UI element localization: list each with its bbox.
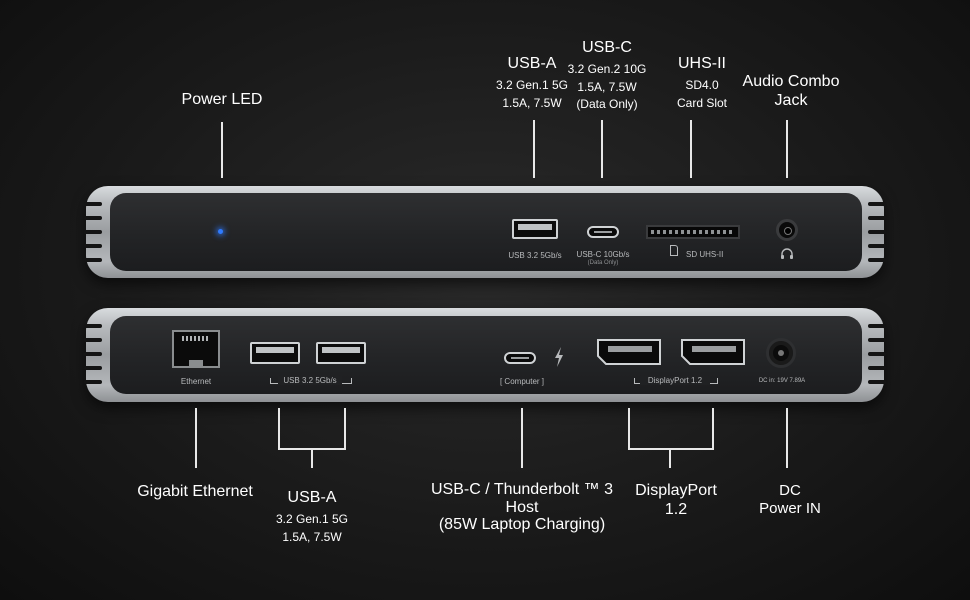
vent — [868, 338, 886, 342]
bottom-thunderbolt-label: USB-C / Thunderbolt ™ 3 Host (85W Laptop… — [420, 481, 624, 534]
rear-usba-port-label: USB 3.2 5Gb/s — [278, 376, 342, 385]
rear-usba-port-2[interactable] — [316, 342, 366, 364]
displayport-label: DisplayPort 1.2 — [640, 376, 710, 385]
top-uhs-label: UHS-II SD4.0 Card Slot — [652, 54, 752, 112]
vent — [868, 324, 886, 328]
bottom-dp-line1: DisplayPort — [635, 482, 717, 499]
top-uhs-version: SD4.0 — [685, 78, 719, 93]
bottom-thunderbolt-line2: Host — [505, 498, 539, 516]
top-usba-power: 1.5A, 7.5W — [502, 95, 562, 110]
displayport-2[interactable] — [680, 338, 746, 366]
top-usbc-label: USB-C 3.2 Gen.2 10G 1.5A, 7.5W (Data Onl… — [547, 38, 667, 113]
dc-callout-line — [786, 408, 788, 468]
sd-card-icon — [670, 245, 678, 256]
vent — [868, 202, 886, 206]
thunderbolt-icon — [554, 347, 564, 367]
front-usbc-port[interactable] — [587, 226, 619, 238]
vent — [84, 352, 102, 356]
vent — [84, 380, 102, 384]
top-usbc-note: (Data Only) — [576, 96, 638, 111]
vent — [868, 216, 886, 220]
computer-port-label: [ Computer ] — [499, 377, 544, 386]
dock-front-face: USB 3.2 5Gb/s USB-C 10Gb/s (Data Only) S… — [110, 193, 862, 271]
vent — [868, 230, 886, 234]
dock-front-panel: USB 3.2 5Gb/s USB-C 10Gb/s (Data Only) S… — [84, 186, 886, 278]
top-usba-callout-line — [533, 120, 535, 178]
bottom-dc-line2: Power IN — [759, 500, 821, 517]
bottom-usba-title: USB-A — [287, 489, 337, 506]
bottom-usba-power: 1.5A, 7.5W — [282, 529, 342, 544]
bottom-ethernet-label: Gigabit Ethernet — [137, 483, 253, 500]
vent — [84, 230, 102, 234]
vent — [84, 324, 102, 328]
ethernet-callout-line — [195, 408, 197, 468]
displayport-1[interactable] — [596, 338, 662, 366]
power-led-label: Power LED — [181, 91, 263, 108]
rear-usba-port-1[interactable] — [250, 342, 300, 364]
top-usba-label: USB-A 3.2 Gen.1 5G 1.5A, 7.5W — [462, 54, 602, 112]
vent — [84, 244, 102, 248]
top-usbc-power: 1.5A, 7.5W — [577, 79, 637, 94]
vent — [84, 202, 102, 206]
top-uhs-title: UHS-II — [678, 55, 726, 72]
top-uhs-callout-line — [690, 120, 692, 178]
vent — [868, 366, 886, 370]
front-usbc-port-label: USB-C 10Gb/s — [576, 250, 630, 259]
vent — [868, 258, 886, 262]
top-audio-line2: Jack — [774, 92, 808, 110]
vent — [84, 338, 102, 342]
top-audio-line1: Audio Combo — [742, 73, 840, 90]
thunderbolt-callout-line — [521, 408, 523, 468]
vent — [84, 258, 102, 262]
vent — [868, 380, 886, 384]
bottom-usba-speed: 3.2 Gen.1 5G — [275, 512, 349, 527]
ethernet-port[interactable] — [172, 330, 220, 368]
vent — [84, 216, 102, 220]
bottom-thunderbolt-line3: (85W Laptop Charging) — [438, 516, 606, 534]
top-usbc-title: USB-C — [582, 39, 632, 56]
bottom-usba-label: USB-A 3.2 Gen.1 5G 1.5A, 7.5W — [242, 488, 382, 546]
top-audio-callout-line — [786, 120, 788, 178]
top-usba-title: USB-A — [507, 55, 557, 72]
bottom-dp-line2: 1.2 — [664, 501, 688, 519]
front-usba-port-label: USB 3.2 5Gb/s — [508, 251, 562, 260]
vent — [868, 352, 886, 356]
vent — [868, 244, 886, 248]
top-usba-speed: 3.2 Gen.1 5G — [495, 78, 569, 93]
dp-callout-stem — [669, 448, 671, 468]
vent — [84, 366, 102, 370]
dc-power-jack[interactable] — [766, 338, 796, 368]
bottom-dp-label: DisplayPort 1.2 — [616, 481, 736, 519]
usba-callout-line-right — [344, 408, 346, 450]
front-usbc-port-note: (Data Only) — [587, 260, 619, 266]
usba-callout-line-left — [278, 408, 280, 450]
bottom-dc-label: DC Power IN — [740, 482, 840, 518]
power-led — [218, 229, 223, 234]
top-audio-label: Audio Combo Jack — [736, 72, 846, 110]
dock-rear-panel: Ethernet USB 3.2 5Gb/s [ Computer ] Disp… — [84, 308, 886, 402]
bottom-thunderbolt-line1: USB-C / Thunderbolt ™ 3 — [430, 481, 613, 498]
dp-callout-line-left — [628, 408, 630, 450]
dc-power-label: DC in: 19V 7.89A — [758, 378, 806, 384]
headphone-icon — [780, 247, 794, 259]
sd-card-slot-label: SD UHS-II — [686, 250, 724, 259]
bottom-dc-line1: DC — [779, 482, 801, 499]
ethernet-port-label: Ethernet — [180, 377, 212, 386]
top-uhs-slot: Card Slot — [676, 95, 728, 110]
sd-card-slot[interactable] — [646, 225, 740, 239]
top-usbc-callout-line — [601, 120, 603, 178]
dp-callout-line-right — [712, 408, 714, 450]
dp-callout-bridge — [628, 448, 714, 450]
usba-callout-stem — [311, 448, 313, 468]
dock-rear-face: Ethernet USB 3.2 5Gb/s [ Computer ] Disp… — [110, 316, 862, 394]
front-usba-port[interactable] — [512, 219, 558, 239]
audio-combo-jack[interactable] — [776, 219, 798, 241]
thunderbolt-usbc-port[interactable] — [504, 352, 536, 364]
power-led-callout-line — [221, 122, 223, 178]
top-usbc-speed: 3.2 Gen.2 10G — [567, 62, 647, 77]
